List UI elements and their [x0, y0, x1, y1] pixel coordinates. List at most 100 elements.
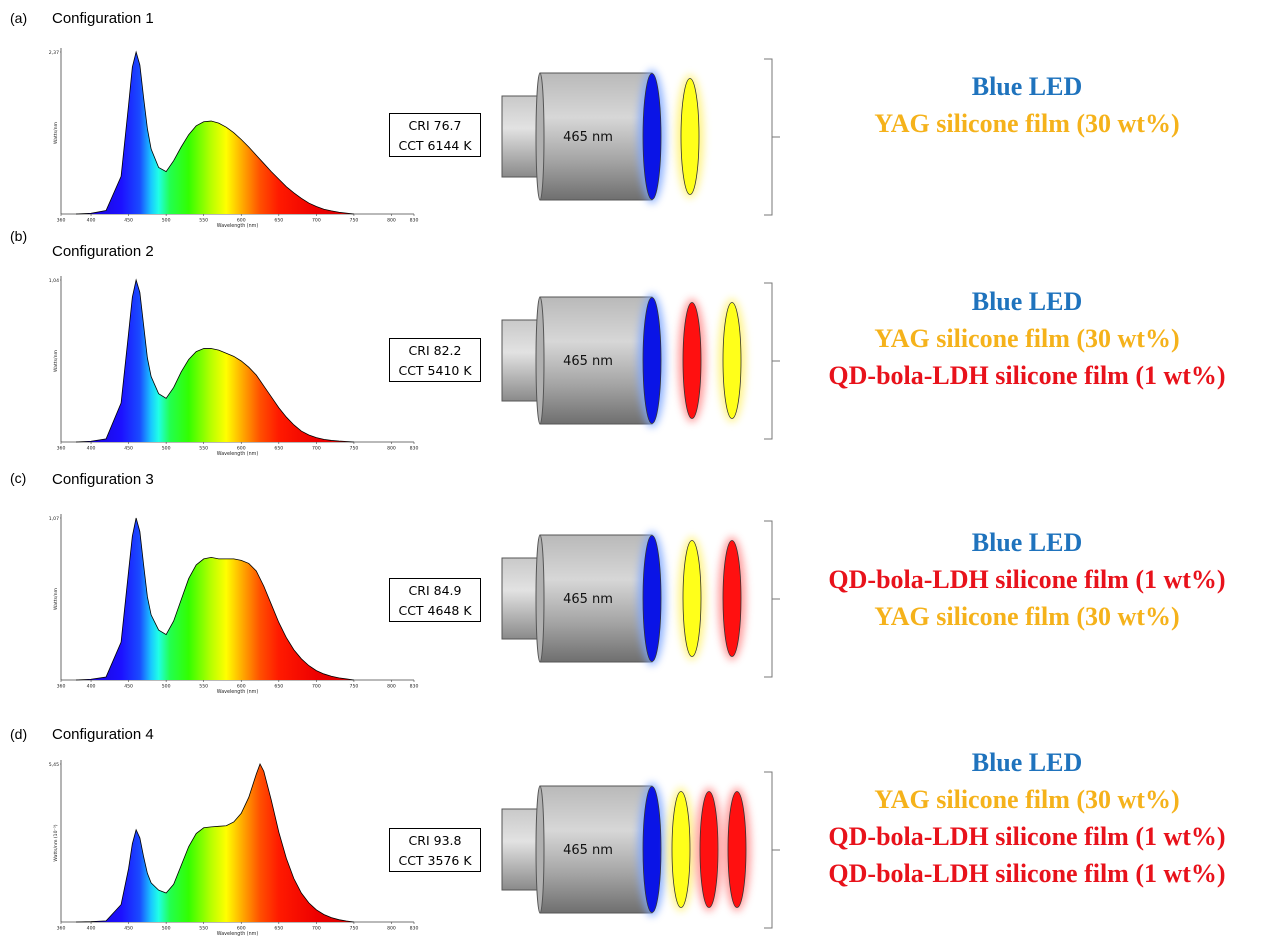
- x-tick-label: 700: [312, 926, 321, 932]
- spectrum-area: [76, 280, 354, 442]
- layer-stack-list: Blue LED YAG silicone film (30 wt%) QD-b…: [792, 744, 1262, 892]
- film-red: [699, 791, 719, 908]
- x-tick-label: 800: [387, 218, 396, 224]
- panel-label: (c): [10, 470, 27, 486]
- x-tick-label: 360: [57, 446, 66, 452]
- x-tick-label: 750: [350, 218, 359, 224]
- spectrum-line: [76, 763, 354, 923]
- x-tick-label: 450: [124, 684, 133, 690]
- cri-value: CRI 84.9: [408, 583, 462, 598]
- film-blue: [642, 297, 662, 424]
- x-tick-label: 800: [387, 684, 396, 690]
- stack-bracket: [764, 282, 773, 440]
- led-body-cylinder: [539, 296, 653, 425]
- cri-cct-box: CRI 82.2 CCT 5410 K: [389, 338, 481, 382]
- layer-label: Blue LED: [971, 528, 1083, 557]
- led-body-back-edge: [535, 785, 545, 914]
- cri-value: CRI 82.2: [408, 343, 462, 358]
- x-tick-label: 750: [350, 684, 359, 690]
- film-blue: [642, 535, 662, 662]
- x-tick-label: 500: [162, 218, 171, 224]
- film-red: [722, 540, 742, 657]
- cct-value: CCT 4648 K: [398, 603, 472, 618]
- x-tick-label: 500: [162, 684, 171, 690]
- cct-value: CCT 6144 K: [398, 138, 472, 153]
- x-tick-label: 650: [274, 684, 283, 690]
- stack-bracket: [764, 58, 773, 216]
- y-axis-label: Watts/nm: [53, 349, 59, 372]
- layer-stack-list: Blue LED YAG silicone film (30 wt%): [792, 68, 1262, 142]
- cri-cct-box: CRI 84.9 CCT 4648 K: [389, 578, 481, 622]
- x-tick-label: 450: [124, 926, 133, 932]
- x-axis-label: Wavelength (nm): [217, 451, 259, 456]
- x-tick-label: 450: [124, 446, 133, 452]
- x-tick-label: 650: [274, 218, 283, 224]
- x-tick-label: 650: [274, 446, 283, 452]
- led-body-cylinder: [539, 785, 653, 914]
- film-yellow: [671, 791, 691, 908]
- layer-label: Blue LED: [971, 287, 1083, 316]
- x-tick-label: 750: [350, 926, 359, 932]
- x-tick-label: 600: [237, 926, 246, 932]
- x-tick-label: 700: [312, 684, 321, 690]
- film-yellow: [722, 302, 742, 419]
- led-body-cylinder: [539, 534, 653, 663]
- x-tick-label: 550: [199, 218, 208, 224]
- x-tick-label: 550: [199, 446, 208, 452]
- layer-stack-list: Blue LED YAG silicone film (30 wt%) QD-b…: [792, 283, 1262, 394]
- led-device-diagram: 465 nm: [501, 282, 780, 440]
- film-blue: [642, 786, 662, 913]
- y-max-label: 2,37: [49, 50, 59, 56]
- cri-cct-box: CRI 76.7 CCT 6144 K: [389, 113, 481, 157]
- layer-label: YAG silicone film (30 wt%): [874, 109, 1180, 138]
- cri-cct-box: CRI 93.8 CCT 3576 K: [389, 828, 481, 872]
- x-tick-label: 550: [199, 684, 208, 690]
- cri-value: CRI 76.7: [408, 118, 462, 133]
- x-tick-label: 360: [57, 218, 66, 224]
- led-device-diagram: 465 nm: [501, 771, 780, 929]
- film-red: [682, 302, 702, 419]
- layer-label: QD-bola-LDH silicone film (1 wt%): [828, 822, 1226, 851]
- layer-label: YAG silicone film (30 wt%): [874, 324, 1180, 353]
- x-tick-label: 700: [312, 446, 321, 452]
- x-tick-label: 600: [237, 446, 246, 452]
- stack-bracket: [764, 771, 773, 929]
- panel-label: (b): [10, 228, 28, 244]
- spectrum-area: [76, 764, 354, 922]
- stack-bracket: [764, 520, 773, 678]
- x-tick-label: 400: [87, 926, 96, 932]
- x-tick-label: 830: [410, 218, 419, 224]
- x-tick-label: 550: [199, 926, 208, 932]
- x-tick-label: 650: [274, 926, 283, 932]
- led-body-back-edge: [535, 296, 545, 425]
- panel-title: Configuration 1: [52, 10, 154, 27]
- led-wavelength-label: 465 nm: [563, 843, 613, 858]
- y-axis-label: Watts/nm (10⁻³): [53, 824, 59, 861]
- y-max-label: 1,04: [49, 278, 59, 284]
- x-tick-label: 750: [350, 446, 359, 452]
- cct-value: CCT 5410 K: [398, 363, 472, 378]
- x-tick-label: 800: [387, 446, 396, 452]
- layer-label: Blue LED: [971, 72, 1083, 101]
- x-tick-label: 400: [87, 446, 96, 452]
- x-axis-label: Wavelength (nm): [217, 931, 259, 936]
- x-tick-label: 830: [410, 446, 419, 452]
- layer-label: YAG silicone film (30 wt%): [874, 602, 1180, 631]
- panel-title: Configuration 4: [52, 726, 154, 743]
- led-wavelength-label: 465 nm: [563, 130, 613, 145]
- layer-stack-list: Blue LED QD-bola-LDH silicone film (1 wt…: [792, 524, 1262, 635]
- spectrum-line: [76, 50, 354, 215]
- layer-label: YAG silicone film (30 wt%): [874, 785, 1180, 814]
- x-axis-label: Wavelength (nm): [217, 689, 259, 694]
- led-wavelength-label: 465 nm: [563, 354, 613, 369]
- spectrum-area: [76, 52, 354, 214]
- x-tick-label: 700: [312, 218, 321, 224]
- led-body-back-edge: [535, 72, 545, 201]
- x-tick-label: 360: [57, 926, 66, 932]
- x-tick-label: 830: [410, 684, 419, 690]
